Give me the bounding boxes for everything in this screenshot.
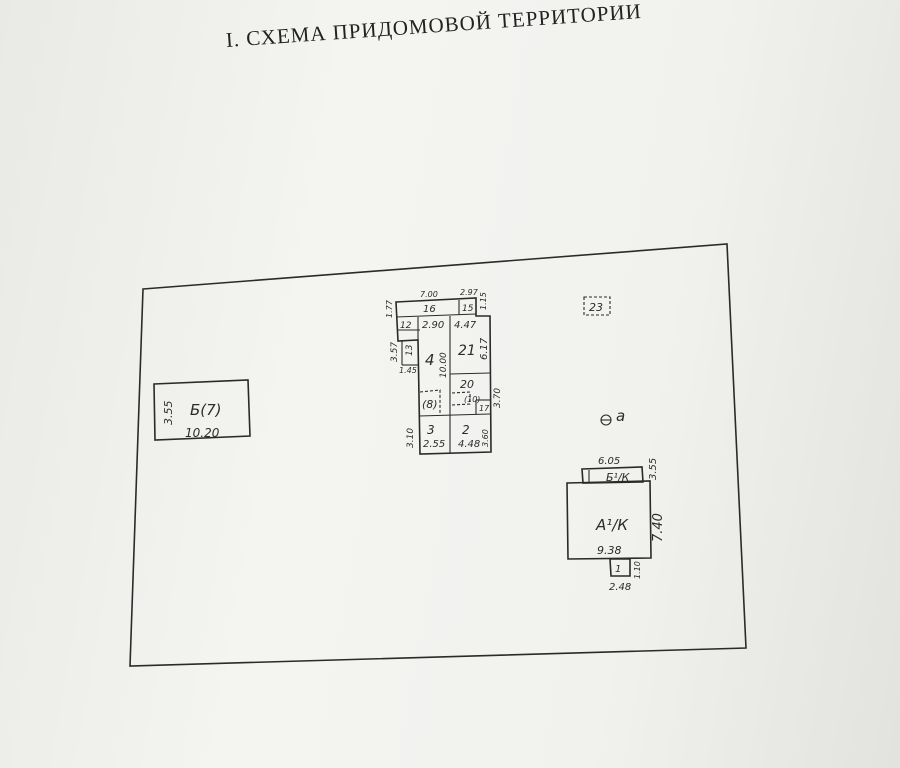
room-20: 20: [460, 378, 474, 391]
wall: [418, 413, 491, 417]
dim-1-45: 1.45: [399, 366, 417, 375]
dim-top-left: 7.00: [420, 290, 438, 299]
room-2: 2: [462, 423, 470, 437]
room-13: 13: [405, 344, 415, 356]
outbuilding-outline: [153, 379, 251, 441]
point-a: a: [600, 407, 625, 426]
house-width: 9.38: [597, 544, 622, 557]
site-boundary: [129, 243, 747, 667]
marker-23-box: [583, 296, 611, 316]
marker-23-label: 23: [589, 301, 603, 314]
dim-left-top: 1.77: [385, 299, 394, 318]
wall: [395, 313, 477, 318]
dim-4-48: 4.48: [458, 439, 480, 450]
room-16: 16: [423, 304, 436, 315]
room-12: 12: [400, 321, 412, 331]
house-porch-outline: [609, 558, 631, 577]
house-porch-width: 2.48: [609, 582, 631, 593]
room-3: 3: [427, 423, 435, 437]
dim-top-right: 2.97: [460, 288, 479, 297]
house-annex-width: 6.05: [598, 456, 620, 467]
marker-23: 23: [583, 296, 611, 316]
dim-3-10: 3.10: [406, 428, 416, 448]
room-15: 15: [462, 304, 474, 314]
room-10: (10): [464, 395, 480, 404]
dim-3-70: 3.70: [493, 388, 503, 408]
main-block-outline: [395, 297, 492, 455]
house-annex-outline: [581, 466, 644, 484]
room-4: 4: [425, 351, 435, 369]
outbuilding-label: Б(7): [190, 401, 222, 419]
house-main-label: А¹/К: [595, 516, 629, 534]
dim-4-47: 4.47: [454, 320, 477, 331]
house-porch-label: 1: [615, 564, 621, 575]
outbuilding-depth: 3.55: [162, 401, 175, 426]
outbuilding-width: 10.20: [185, 426, 220, 440]
house-annex-label: Б¹/К: [606, 471, 631, 484]
house: А¹/К Б¹/К 1 6.05 3.55 7.40 9.38 2.48 1.1…: [566, 456, 666, 593]
dim-6-17: 6.17: [479, 337, 490, 360]
house-porch-depth: 1.10: [633, 561, 642, 579]
house-depth: 7.40: [651, 513, 666, 542]
dim-right-top: 1.15: [479, 292, 488, 310]
outbuilding: Б(7) 10.20 3.55: [153, 379, 251, 441]
dim-2-90: 2.90: [422, 320, 444, 331]
dim-3-60: 3.60: [481, 429, 490, 447]
house-annex-depth: 3.55: [648, 458, 659, 480]
dim-2-55: 2.55: [423, 439, 445, 450]
room-8: (8): [422, 398, 438, 411]
room-21: 21: [458, 343, 476, 359]
point-a-label: a: [616, 407, 625, 425]
dim-10-00: 10.00: [439, 352, 449, 378]
main-block: 16 15 12 13 4 (8) 21 20 (10) 17 3 2 7.00…: [385, 288, 503, 455]
dashed-partition: [419, 389, 441, 414]
dim-3-57: 3.57: [390, 342, 400, 362]
wall: [449, 372, 491, 375]
room-17: 17: [479, 404, 490, 413]
